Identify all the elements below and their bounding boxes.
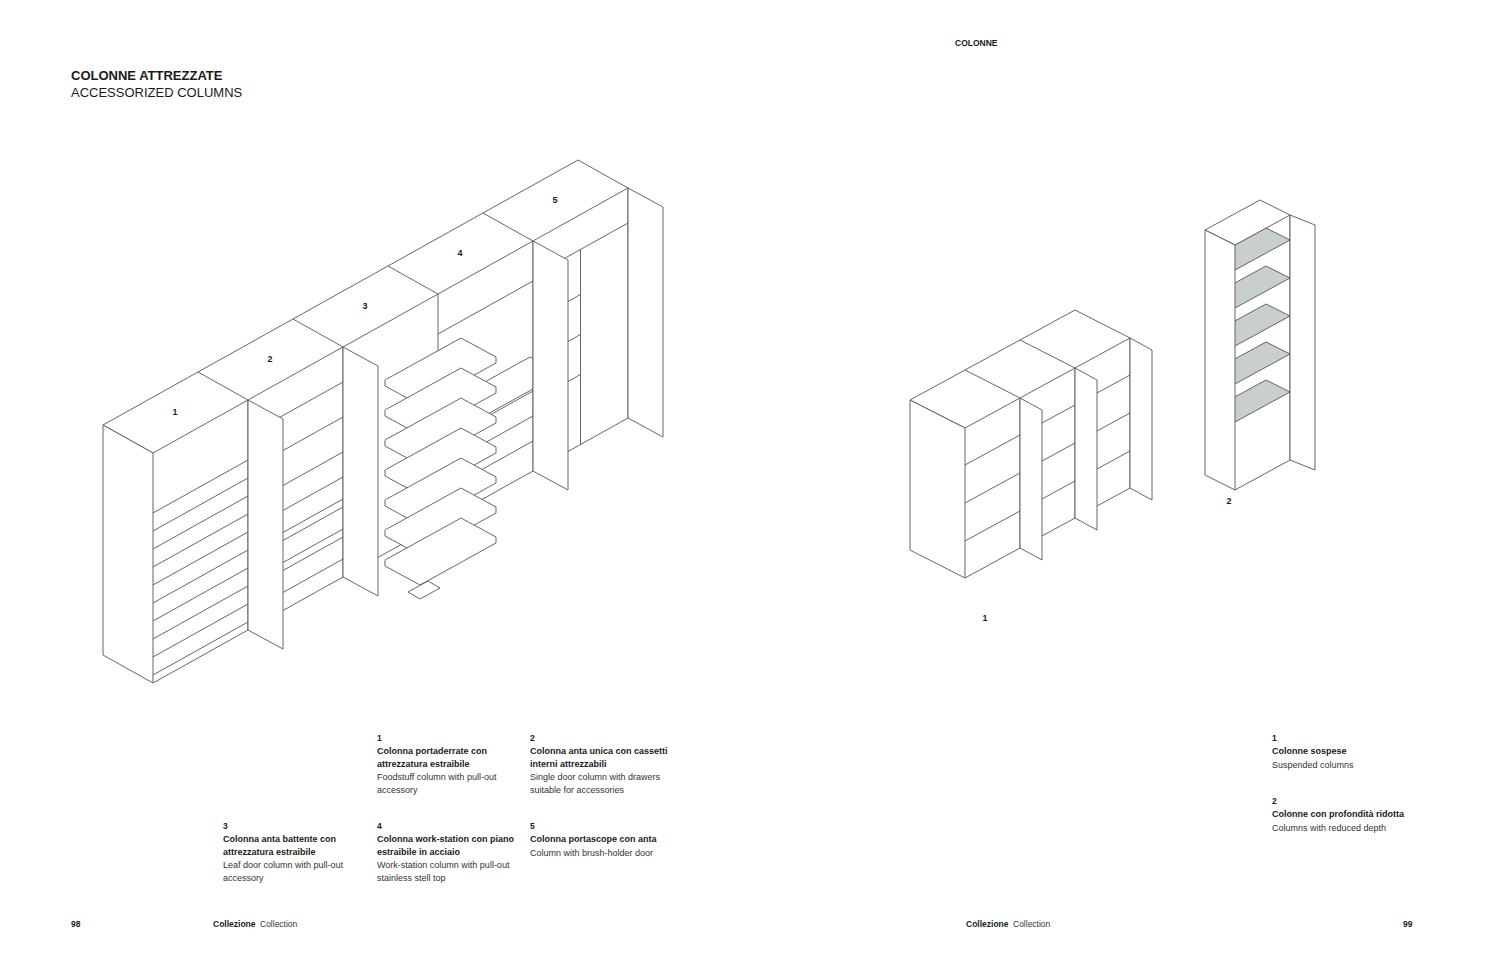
page-number: 98 bbox=[71, 919, 80, 930]
suspended-frame-line bbox=[965, 488, 1130, 578]
column-tops-line bbox=[103, 160, 628, 453]
item-description: Columns with reduced depth bbox=[1272, 822, 1472, 835]
footer-section: Collection bbox=[260, 919, 297, 930]
suspended-tops-line bbox=[1020, 340, 1075, 368]
column-frame bbox=[153, 188, 628, 683]
subtitle: ACCESSORIZED COLUMNS bbox=[71, 85, 242, 101]
suspended-tops-line bbox=[910, 310, 1130, 428]
pull-out-baskets-line bbox=[153, 568, 248, 621]
column-tops-line bbox=[198, 372, 248, 400]
item-number: 2 bbox=[530, 732, 675, 744]
pull-out-baskets-line bbox=[153, 586, 248, 639]
suspended-columns bbox=[910, 310, 1152, 578]
pull-out-baskets bbox=[153, 460, 248, 675]
suspended-shelves-line bbox=[965, 511, 1020, 541]
item-number: 4 bbox=[377, 820, 522, 832]
pull-out-trays bbox=[385, 338, 496, 599]
suspended-shelves-line bbox=[965, 473, 1020, 503]
pull-out-baskets-line bbox=[153, 604, 248, 657]
column-tops-line bbox=[103, 425, 153, 683]
suspended-shelves-line bbox=[965, 435, 1020, 465]
pull-out-baskets-line bbox=[153, 460, 248, 513]
reduced-frame bbox=[1235, 215, 1290, 490]
item-title: Colonna work-station con piano estraibil… bbox=[377, 833, 522, 858]
callout-number: 4 bbox=[452, 247, 468, 259]
item-description: Leaf door column with pull-out accessory bbox=[223, 859, 368, 884]
column-tops-line bbox=[483, 213, 533, 241]
open-doors-line bbox=[533, 241, 568, 490]
callout-number: 5 bbox=[547, 194, 563, 206]
item-number: 2 bbox=[1272, 795, 1472, 807]
pull-out-baskets-line bbox=[153, 478, 248, 531]
item-title: Colonna anta unica con cassetti interni … bbox=[530, 745, 675, 770]
page-number: 99 bbox=[1403, 919, 1412, 930]
pull-out-baskets-line bbox=[153, 550, 248, 603]
callout-number: 2 bbox=[1221, 495, 1237, 507]
pull-out-baskets-line bbox=[153, 496, 248, 549]
column-tops-line bbox=[293, 319, 343, 347]
callout-number: 1 bbox=[167, 406, 183, 418]
column-tops-line bbox=[388, 266, 438, 294]
callout-number: 3 bbox=[357, 300, 373, 312]
suspended-doors-line bbox=[1130, 338, 1152, 500]
item-title: Colonna portaderrate con attrezzatura es… bbox=[377, 745, 522, 770]
suspended-tops-line bbox=[910, 400, 965, 578]
page-title: COLONNE ATTREZZATE bbox=[71, 68, 222, 84]
callout-number: 2 bbox=[262, 353, 278, 365]
brush-holder-interior-line bbox=[580, 250, 581, 445]
reduced-top bbox=[1205, 200, 1290, 490]
pull-out-baskets-line bbox=[153, 532, 248, 585]
item-title: Colonna portascope con anta bbox=[530, 833, 675, 846]
suspended-doors-line bbox=[1075, 368, 1097, 530]
item-title: Colonne con profondità ridotta bbox=[1272, 808, 1472, 821]
pull-out-trays-line bbox=[408, 581, 440, 599]
pull-out-trays-line bbox=[385, 537, 496, 585]
open-doors-line bbox=[628, 188, 663, 437]
reduced-door bbox=[1290, 215, 1315, 470]
footer-section: Collezione bbox=[966, 919, 1009, 930]
pull-out-baskets-line bbox=[153, 622, 248, 675]
suspended-tops-line bbox=[965, 370, 1020, 398]
callout-number: 1 bbox=[977, 612, 993, 624]
item-description: Column with brush-holder door bbox=[530, 847, 675, 860]
item-title: Colonne sospese bbox=[1272, 745, 1472, 758]
reduced-depth-column bbox=[1205, 200, 1315, 490]
pull-out-baskets-line bbox=[153, 514, 248, 567]
item-description: Suspended columns bbox=[1272, 759, 1472, 772]
column-tops bbox=[103, 160, 628, 683]
item-description: Foodstuff column with pull-out accessory bbox=[377, 771, 522, 796]
reduced-top-line bbox=[1205, 230, 1235, 490]
item-number: 5 bbox=[530, 820, 675, 832]
item-title: Colonna anta battente con attrezzatura e… bbox=[223, 833, 368, 858]
footer-section: Collezione bbox=[213, 919, 256, 930]
suspended-tops bbox=[910, 310, 1130, 578]
suspended-doors-line bbox=[1020, 398, 1042, 560]
item-number: 3 bbox=[223, 820, 368, 832]
reduced-frame-line bbox=[1235, 460, 1290, 490]
open-doors bbox=[248, 188, 663, 649]
open-doors-line bbox=[248, 400, 283, 649]
item-description: Work-station column with pull-out stainl… bbox=[377, 859, 522, 884]
item-number: 1 bbox=[1272, 732, 1472, 744]
open-doors-line bbox=[343, 347, 378, 596]
work-station-interior-line bbox=[438, 281, 533, 334]
footer-section: Collection bbox=[1013, 919, 1050, 930]
left-column-row bbox=[103, 160, 663, 683]
item-number: 1 bbox=[377, 732, 522, 744]
running-head: COLONNE bbox=[955, 38, 998, 49]
item-description: Single door column with drawers suitable… bbox=[530, 771, 675, 796]
reduced-door-line bbox=[1290, 215, 1315, 470]
